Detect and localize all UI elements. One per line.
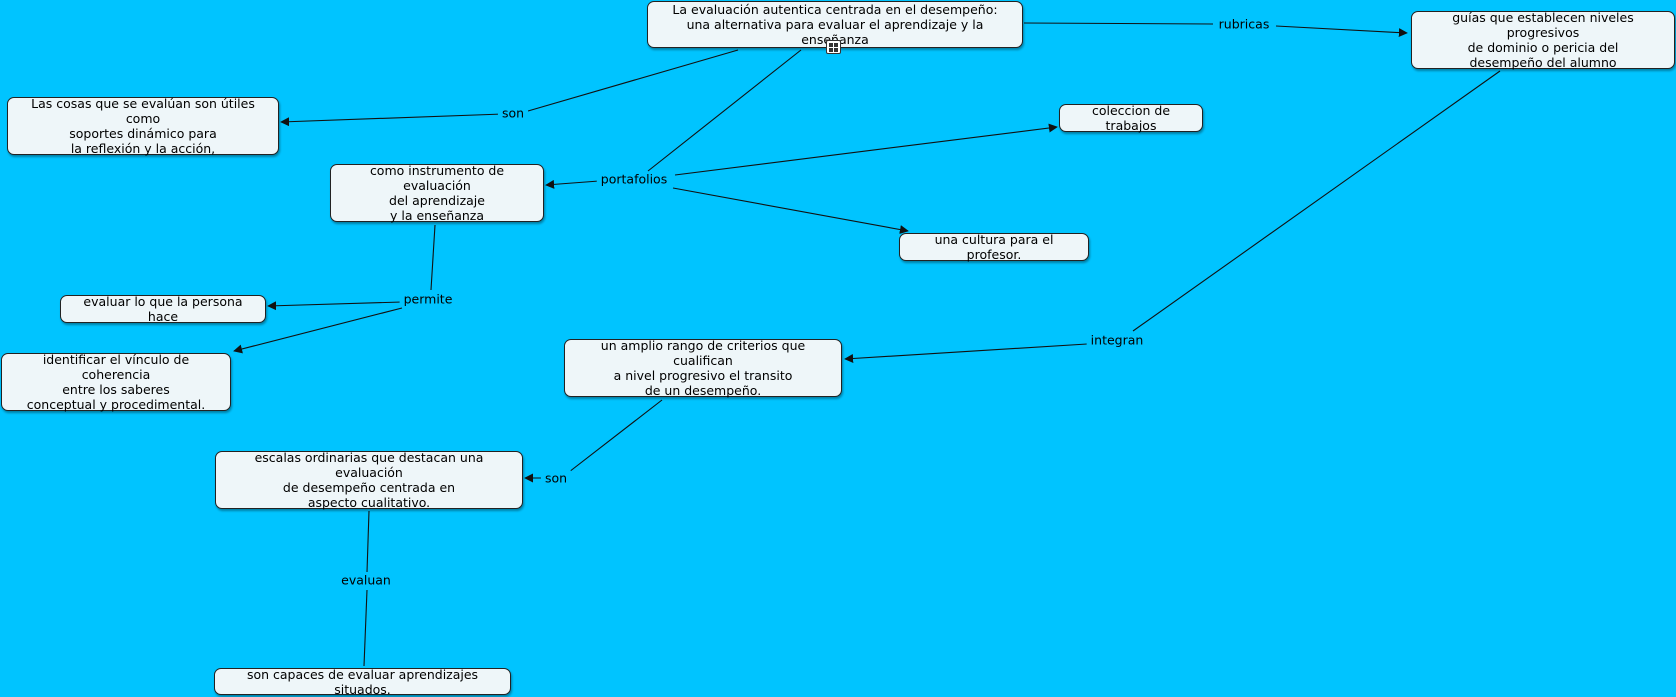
line-main-rubricas: [1023, 22, 1214, 25]
line-permite-identificar: [233, 307, 403, 354]
line-main-portafolios: [647, 49, 802, 172]
line-portafolios-cultura: [672, 187, 909, 234]
concept-coleccion[interactable]: coleccion de trabajos: [1059, 103, 1203, 133]
concept-main[interactable]: La evaluación autentica centrada en el d…: [647, 1, 1023, 48]
concept-evaluar[interactable]: evaluar lo que la persona hace: [60, 294, 266, 324]
line-son-cosas: [280, 113, 504, 127]
line-rubricas-guias: [1275, 25, 1408, 38]
concept-capaces[interactable]: son capaces de evaluar aprendizajes situ…: [214, 667, 511, 697]
link-label-integran[interactable]: integran: [1086, 332, 1148, 348]
concept-identificar[interactable]: identificar el vínculo de coherencia ent…: [1, 352, 231, 412]
line-rango-son: [568, 399, 663, 473]
line-guias-integran: [1132, 70, 1501, 332]
concept-cosas[interactable]: Las cosas que se evalúan son útiles como…: [7, 96, 279, 156]
link-label-evaluan[interactable]: evaluan: [337, 572, 395, 588]
concept-rango[interactable]: un amplio rango de criterios que cualifi…: [564, 338, 842, 398]
link-label-portafolios[interactable]: portafolios: [596, 171, 672, 187]
line-permite-evaluar: [267, 301, 403, 311]
line-evaluan-capaces: [363, 589, 368, 667]
line-integran-rango: [844, 343, 1088, 363]
concept-escalas[interactable]: escalas ordinarias que destacan una eval…: [215, 450, 523, 510]
link-label-son[interactable]: son: [497, 105, 529, 121]
line-main-son: [527, 49, 739, 112]
line-instrumento-permite: [430, 224, 436, 291]
concept-instrumento[interactable]: como instrumento de evaluación del apren…: [330, 163, 544, 223]
concept-guias[interactable]: guías que establecen niveles progresivos…: [1411, 10, 1675, 70]
link-label-rubricas[interactable]: rubricas: [1214, 16, 1274, 32]
concept-cultura[interactable]: una cultura para el profesor.: [899, 232, 1089, 262]
line-escalas-evaluan: [366, 510, 370, 573]
resource-grid-icon[interactable]: [826, 40, 841, 54]
link-label-permite[interactable]: permite: [399, 291, 457, 307]
line-portafolios-coleccion: [674, 123, 1058, 176]
link-label-son-2[interactable]: son: [540, 470, 572, 486]
line-portafolios-instrumento: [545, 179, 600, 189]
